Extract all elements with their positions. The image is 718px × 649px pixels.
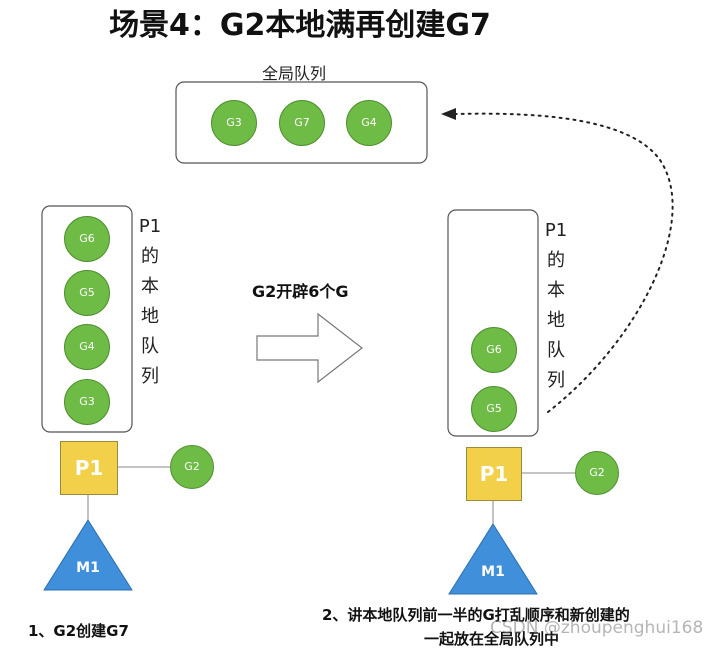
right-running-goroutine: G2 [575,451,619,495]
global-queue-goroutine: G3 [211,100,257,146]
right-local-queue-label: P1 的 本 地 队 列 [544,216,568,396]
left-local-queue-label-char: 队 [141,336,159,357]
left-caption: 1、G2创建G7 [28,622,129,640]
transition-label: G2开辟6个G [252,282,349,301]
left-queue-goroutine: G4 [64,324,110,370]
left-local-queue-label: P1 的 本 地 队 列 [138,212,162,392]
left-machine-label: M1 [76,560,100,576]
left-local-queue-label-char: 的 [141,246,159,267]
left-local-queue-label-char: 本 [141,276,159,297]
right-machine-triangle [448,523,538,595]
watermark: CSDN @zhoupenghui168 [490,618,704,638]
right-local-queue-label-char: 的 [547,250,565,271]
diagram-title: 场景4：G2本地满再创建G7 [109,8,491,43]
right-queue-goroutine: G6 [471,327,517,373]
left-running-goroutine: G2 [170,445,214,489]
right-queue-goroutine: G5 [471,386,517,432]
right-local-queue-box [447,209,539,437]
global-queue-label: 全局队列 [262,64,327,83]
global-queue-box [175,81,428,164]
left-local-queue-label-char: 列 [141,366,159,387]
right-local-queue-label-char: 列 [547,370,565,391]
right-local-queue-label-char: 本 [547,280,565,301]
left-machine-triangle [43,519,133,591]
dotted-arrow-head [441,108,456,120]
right-caption-line2: 一起放在全局队列中 [424,630,560,648]
left-processor-box: P1 [60,441,118,495]
right-local-queue-label-char: 队 [547,340,565,361]
global-queue-goroutine: G7 [279,100,325,146]
right-local-queue-label-char: P1 [544,220,568,241]
dotted-return-arrow [455,112,674,413]
right-local-queue-label-char: 地 [547,310,565,331]
left-queue-goroutine: G5 [64,270,110,316]
left-queue-goroutine: G6 [64,216,110,262]
global-queue-goroutine: G4 [346,100,392,146]
left-local-queue-label-char: P1 [138,216,162,237]
transition-arrow [256,312,363,384]
right-machine-label: M1 [481,564,505,580]
left-local-queue-box [41,205,133,433]
right-caption-line1: 2、讲本地队列前一半的G打乱顺序和新创建的 [322,606,630,624]
right-processor-box: P1 [466,447,522,501]
left-local-queue-label-char: 地 [141,306,159,327]
left-queue-goroutine: G3 [64,379,110,425]
